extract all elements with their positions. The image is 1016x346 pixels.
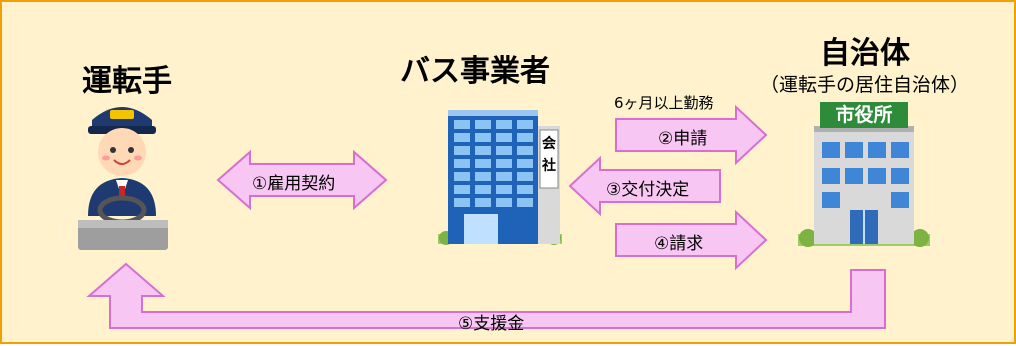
company-window [475, 133, 491, 142]
company-window [475, 185, 491, 194]
company-window [517, 198, 533, 207]
company-window [517, 133, 533, 142]
office-window [845, 142, 863, 158]
company-window [496, 185, 512, 194]
company-window [517, 146, 533, 155]
company-windows [454, 120, 533, 207]
office-windows [822, 142, 909, 208]
application-label: ②申請 [658, 129, 708, 149]
company-sign: 会社 [542, 136, 556, 174]
company-window [475, 198, 491, 207]
company-window [454, 120, 470, 129]
company-window [517, 185, 533, 194]
claim-label: ④請求 [654, 234, 704, 254]
company-window [496, 198, 512, 207]
driver-title: 運転手 [82, 64, 172, 99]
company-window [475, 146, 491, 155]
office-window [891, 142, 909, 158]
company-window [454, 185, 470, 194]
company-window [475, 120, 491, 129]
office-window [891, 192, 909, 208]
office-window [868, 168, 886, 184]
application-arrow [615, 104, 768, 166]
company-window [517, 120, 533, 129]
company-window [496, 120, 512, 129]
company-window [496, 133, 512, 142]
company-window [475, 159, 491, 168]
company-window [496, 172, 512, 181]
office-window [822, 192, 840, 208]
office-window [891, 168, 909, 184]
company-window [517, 172, 533, 181]
office-window [822, 168, 840, 184]
company-window [496, 159, 512, 168]
company-window [496, 146, 512, 155]
office-window [845, 168, 863, 184]
company-window [454, 159, 470, 168]
city-office-sign: 市役所 [835, 104, 893, 126]
company-window [475, 172, 491, 181]
municipality-title: 自治体 [820, 36, 910, 71]
support-payment-arrow [86, 262, 886, 329]
company-window [517, 159, 533, 168]
office-window [822, 142, 840, 158]
office-window [868, 142, 886, 158]
application-condition-label: 6ヶ月以上勤務 [614, 94, 714, 112]
municipality-subtitle: （運転手の居住自治体） [760, 74, 970, 96]
driver-illustration [78, 107, 168, 250]
company-window [454, 146, 470, 155]
employment-contract-label: ①雇用契約 [252, 174, 336, 194]
claim-arrow [615, 209, 768, 271]
company-window [454, 172, 470, 181]
bus-operator-title: バス事業者 [400, 54, 550, 89]
grant-decision-arrow [568, 155, 721, 217]
support-payment-label: ⑤支援金 [458, 314, 525, 334]
grant-decision-label: ③交付決定 [606, 180, 690, 200]
employment-contract-arrow [216, 149, 388, 211]
company-window [454, 198, 470, 207]
company-window [454, 133, 470, 142]
